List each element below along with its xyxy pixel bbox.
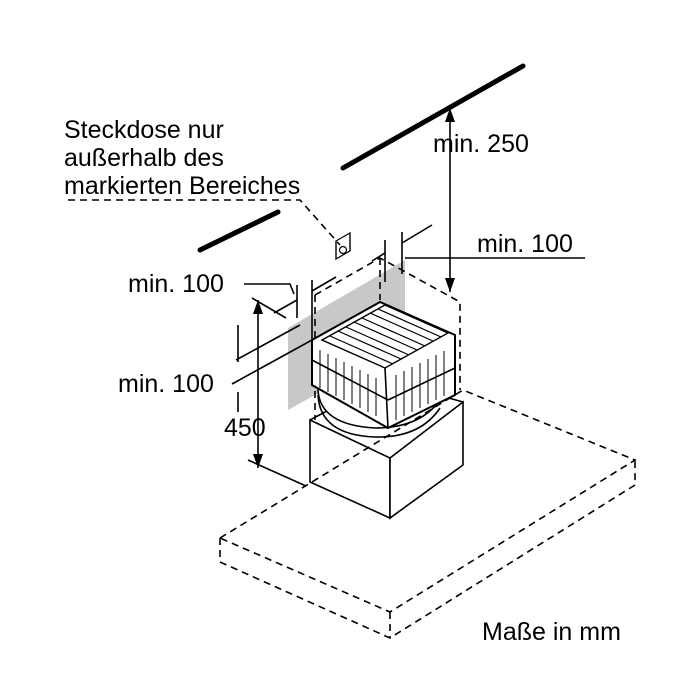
side-clearance-label: min. 100 [118, 370, 214, 398]
socket-icon [335, 231, 351, 261]
dim-top-clearance [445, 108, 455, 292]
filter-box [311, 300, 456, 430]
dim-right-clearance [371, 224, 585, 282]
right-clearance-label: min. 100 [477, 230, 573, 258]
dim-left-clearance [244, 276, 337, 345]
top-clearance-label: min. 250 [433, 130, 529, 158]
left-clearance-label: min. 100 [128, 270, 224, 298]
socket-note-line-1: Steckdose nur [64, 116, 224, 144]
wall-edge-line-left [197, 209, 281, 253]
hood-canopy-outline [218, 389, 637, 639]
socket-note-leader [68, 199, 341, 246]
socket-note-line-3: markierten Bereiches [64, 172, 300, 200]
dim-height [247, 297, 307, 487]
units-label: Maße in mm [482, 618, 621, 646]
wall-edge-line-right [340, 63, 526, 171]
dim-side-clearance [231, 324, 313, 412]
socket-note-line-2: außerhalb des [64, 144, 224, 172]
height-label: 450 [224, 414, 266, 442]
